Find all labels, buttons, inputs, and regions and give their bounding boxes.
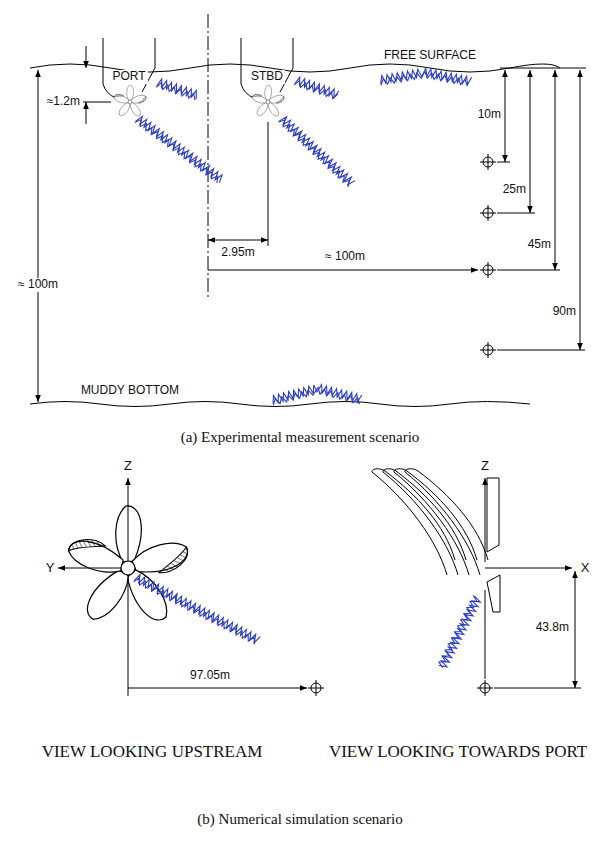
y-axis (58, 568, 121, 569)
z-axis (128, 478, 129, 561)
extension-line (268, 122, 269, 246)
panel-b (58, 469, 581, 696)
dimension-line (208, 240, 268, 241)
extension-line (485, 590, 486, 679)
noise-band (294, 81, 338, 99)
dimension-label: ≈ 100m (16, 278, 60, 292)
view-title: VIEW LOOKING TOWARDS PORT (329, 742, 587, 762)
dimension-line (530, 70, 531, 213)
dimension-line (555, 70, 556, 270)
hydrophone-symbol (480, 205, 496, 221)
depth-dimension (38, 70, 39, 402)
centerline (208, 14, 209, 300)
axis-label: Y (46, 561, 55, 576)
noise-band (278, 120, 349, 187)
dimension-label: 90m (553, 305, 576, 319)
extension-line (497, 213, 535, 214)
hydrophone-symbol (480, 262, 496, 278)
propeller-label: PORT (110, 70, 147, 84)
x-axis (485, 568, 572, 569)
propeller-front (65, 506, 192, 626)
dimension-line (580, 70, 581, 350)
noise-band (156, 83, 195, 101)
dimension-line (505, 70, 506, 162)
noise-layer (133, 68, 480, 668)
extension-line (497, 162, 510, 163)
dimension-label: 25m (503, 183, 526, 197)
hydrophone-symbol (480, 154, 496, 170)
extension-line (497, 270, 560, 271)
z-axis (485, 478, 486, 562)
noise-band (136, 116, 222, 183)
axis-label: X (581, 561, 590, 576)
hydrophone-symbol (480, 342, 496, 358)
bottom-label: MUDDY BOTTOM (81, 384, 179, 398)
dimension-line (208, 270, 478, 271)
extension-line (83, 102, 111, 103)
blade-profile (394, 469, 477, 575)
dimension-line (575, 571, 576, 688)
noise-band (135, 120, 218, 183)
noise-band (133, 578, 254, 644)
surface-label: FREE SURFACE (384, 49, 476, 63)
stbd-hull (280, 38, 293, 92)
stbd-propeller (251, 85, 285, 117)
axis-label: Z (124, 459, 132, 474)
extension-line (128, 576, 129, 696)
dimension-line (86, 102, 87, 124)
noise-band (439, 596, 481, 667)
noise-band (439, 595, 477, 667)
dimension-label: 97.05m (190, 669, 230, 683)
port-propeller (113, 85, 147, 117)
extension-line (497, 350, 585, 351)
blade-profile (383, 469, 466, 575)
noise-band (279, 117, 355, 185)
blade-profile (372, 469, 455, 575)
strut (487, 575, 500, 612)
propeller-label: STBD (249, 70, 285, 84)
noise-band (381, 72, 467, 87)
view-title: VIEW LOOKING UPSTREAM (42, 742, 263, 762)
port-hull (142, 38, 155, 92)
panel-a (30, 14, 586, 407)
dimension-label: 10m (478, 108, 501, 122)
dimension-label: 2.95m (221, 246, 254, 260)
stbd-hull (241, 38, 254, 98)
hydrophone-symbol (308, 680, 324, 696)
dimension-label: ≈1.2m (47, 95, 80, 109)
axis-label: Z (481, 459, 489, 474)
panel-caption: (b) Numerical simulation scenario (197, 811, 402, 828)
surface-extension (500, 68, 586, 69)
noise-band (273, 388, 359, 406)
dimension-line (86, 46, 87, 68)
dimension-label: 45m (528, 238, 551, 252)
extension-line (494, 688, 581, 689)
noise-band (134, 575, 260, 643)
strut (487, 478, 499, 552)
dimension-label: ≈ 100m (325, 250, 365, 264)
blade-profile (405, 469, 488, 575)
dimension-line (128, 688, 307, 689)
port-hull (103, 38, 116, 98)
panel-caption: (a) Experimental measurement scenario (181, 429, 420, 446)
dimension-label: 43.8m (536, 621, 569, 635)
hydrophone-symbol (477, 680, 493, 696)
